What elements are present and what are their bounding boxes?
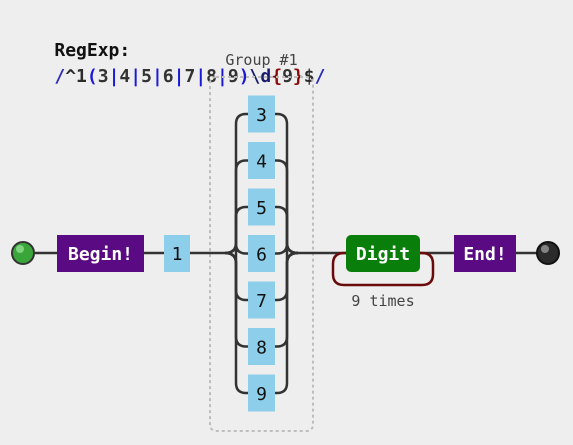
option-label: 8 <box>256 338 267 359</box>
end-terminal-highlight <box>541 245 549 253</box>
regex-token: ^1 <box>65 66 87 87</box>
end-anchor-label: End! <box>463 244 506 265</box>
literal-label: 1 <box>172 244 183 265</box>
group-label: Group #1 <box>225 51 297 69</box>
option-box <box>248 235 275 272</box>
option-box <box>248 95 275 133</box>
regex-token: 4 <box>119 66 131 87</box>
regex-token: | <box>195 66 207 87</box>
option-box <box>248 328 275 365</box>
alternation-options: 3 4 5 6 7 8 9 <box>248 95 275 412</box>
option-label: 9 <box>256 384 267 405</box>
option-label: 3 <box>256 105 267 126</box>
option-label: 4 <box>256 152 267 173</box>
regex-header: RegExp: /^1(3|4|5|6|7|8|9)\d{9}$/ <box>11 12 325 116</box>
regex-token: | <box>108 66 120 87</box>
option-label: 6 <box>256 245 267 266</box>
regex-token: ( <box>86 66 98 87</box>
regex-token: } <box>292 66 304 87</box>
regex-token: 5 <box>141 66 152 87</box>
literal-box <box>164 235 190 272</box>
regex-token: 3 <box>97 66 109 87</box>
regex-token: | <box>151 66 163 87</box>
regex-token: ) <box>238 66 250 87</box>
begin-anchor-label: Begin! <box>68 244 133 265</box>
digit-class-box <box>346 235 420 272</box>
option-box <box>248 281 275 319</box>
regex-label: RegExp: <box>54 40 142 61</box>
repeat-loop <box>331 251 435 287</box>
regex-token: / <box>54 66 66 87</box>
end-terminal <box>536 241 560 265</box>
regex-token: 8 <box>206 66 218 87</box>
option-box <box>248 374 275 412</box>
begin-anchor-box <box>57 235 144 272</box>
start-terminal-highlight <box>16 245 24 253</box>
regex-expression: /^1(3|4|5|6|7|8|9)\d{9}$/ <box>54 66 325 87</box>
alternation-branch <box>224 251 299 395</box>
option-label: 7 <box>256 291 267 312</box>
regex-token: | <box>173 66 185 87</box>
regex-token: 9 <box>282 66 293 87</box>
repeat-label: 9 times <box>351 292 414 310</box>
regex-token: 9 <box>227 66 239 87</box>
end-anchor-box <box>454 235 516 272</box>
regex-token: / <box>314 66 326 87</box>
regex-token: | <box>130 66 142 87</box>
option-label: 5 <box>256 198 267 219</box>
digit-class-label: Digit <box>356 244 410 265</box>
option-box <box>248 142 275 179</box>
regex-token: 6 <box>162 66 174 87</box>
option-box <box>248 188 275 226</box>
start-terminal <box>11 241 35 265</box>
regex-token: 7 <box>184 66 196 87</box>
